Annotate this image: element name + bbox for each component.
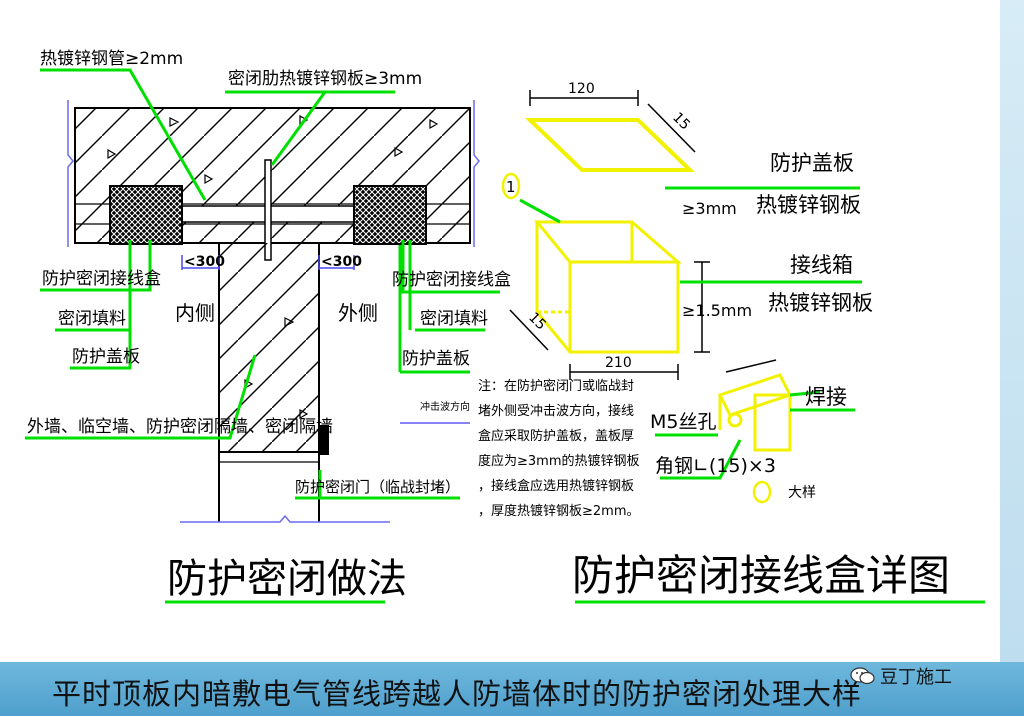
watermark: 豆丁施工 <box>850 664 952 688</box>
watermark-text: 豆丁施工 <box>880 667 952 688</box>
section-drawing: 热镀锌钢管≥2mm 密闭肋热镀锌钢板≥3mm 防护密闭接线盒 密闭填料 防护盖板… <box>25 49 511 604</box>
detail-callout-lines <box>519 186 985 604</box>
label-junction-box-left: 防护密闭接线盒 <box>42 269 161 289</box>
note-block: 注：在防护密闭门或临战封 堵外侧受冲击波方向，接线 盒应采取防护盖板，盖板厚 度… <box>478 378 640 519</box>
label-junction-box-right: 防护密闭接线盒 <box>392 270 511 290</box>
label-box-material: 热镀锌钢板 <box>768 291 873 315</box>
dim-right: <300 <box>321 254 362 270</box>
callout-lines <box>25 68 500 500</box>
label-junction-box: 接线箱 <box>790 253 853 277</box>
label-weld: 焊接 <box>805 385 847 409</box>
cover-thickness: ≥3mm <box>682 199 737 218</box>
note-line: ，厚度热镀锌钢板≥2mm。 <box>478 503 640 519</box>
slide-side-bar <box>1000 0 1024 716</box>
label-bolt-hole: M5丝孔 <box>650 411 716 433</box>
note-line: ，接线盒应选用热镀锌钢板 <box>478 478 634 494</box>
box-detail-drawing: 120 15 1 210 15 <box>400 81 985 604</box>
dim-cover-width: 120 <box>568 81 595 97</box>
label-detail: 大样 <box>788 485 816 501</box>
junction-box-3d <box>533 220 683 354</box>
label-filler-left: 密闭填料 <box>58 309 126 329</box>
note-line: 度应为≥3mm的热镀锌钢板 <box>478 453 640 469</box>
label-galvanized-pipe: 热镀锌钢管≥2mm <box>40 49 183 69</box>
label-filler-right: 密闭填料 <box>420 309 488 329</box>
junction-box-right <box>353 185 427 245</box>
label-cover-left: 防护盖板 <box>72 347 140 367</box>
dim-left: <300 <box>184 254 225 270</box>
dim-box-width: 210 <box>605 355 632 371</box>
angle-steel <box>717 373 793 452</box>
label-inner-side: 内侧 <box>175 301 215 325</box>
title-left: 防护密闭做法 <box>167 556 407 602</box>
label-cover-plate: 防护盖板 <box>770 151 854 175</box>
wechat-icon <box>850 667 875 685</box>
label-protective-door: 防护密闭门（临战封堵） <box>295 478 460 496</box>
note-line: 堵外侧受冲击波方向，接线 <box>478 403 634 419</box>
label-wall-types: 外墙、临空墙、防护密闭隔墙、密闭隔墙 <box>27 417 333 437</box>
junction-box-left <box>109 185 183 245</box>
label-cover-right: 防护盖板 <box>402 349 470 369</box>
footer-caption: 平时顶板内暗敷电气管线跨越人防墙体时的防护密闭处理大样 <box>52 677 863 711</box>
label-cover-material: 热镀锌钢板 <box>756 193 861 217</box>
cover-plate <box>525 118 695 172</box>
marker-1: 1 <box>506 178 516 196</box>
note-line: 注：在防护密闭门或临战封 <box>478 378 634 394</box>
label-rib-plate: 密闭肋热镀锌钢板≥3mm <box>228 69 422 89</box>
box-thickness: ≥1.5mm <box>682 301 752 320</box>
note-line: 盒应采取防护盖板，盖板厚 <box>478 428 634 444</box>
label-shock-direction: 冲击波方向 <box>420 400 470 413</box>
title-right: 防护密闭接线盒详图 <box>572 551 950 600</box>
label-outer-side: 外侧 <box>338 301 378 325</box>
label-angle-steel: 角钢∟(15)×3 <box>655 455 776 477</box>
